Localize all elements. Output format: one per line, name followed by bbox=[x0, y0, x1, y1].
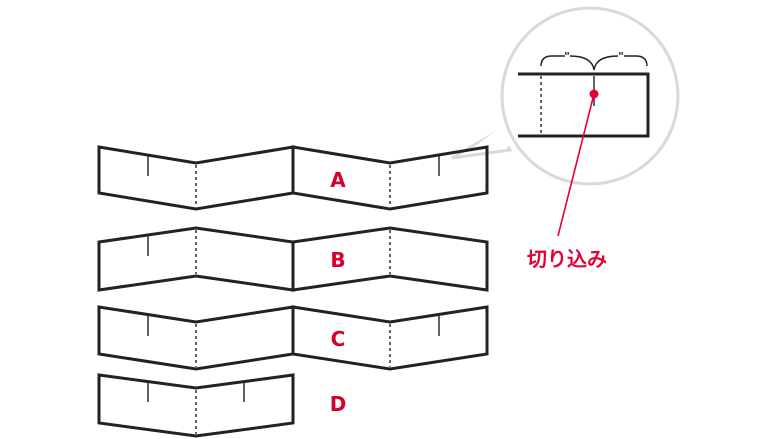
strip-d-panel bbox=[97, 373, 295, 438]
brace-left bbox=[540, 55, 565, 67]
callout-leader-line bbox=[557, 93, 595, 237]
row-label-a: A bbox=[330, 168, 346, 192]
strip-row-c: C bbox=[97, 305, 489, 371]
strip-a-right-panel bbox=[291, 145, 489, 211]
strip-row-b: B bbox=[97, 226, 489, 292]
strip-row-d: D bbox=[97, 373, 347, 438]
equal-mark-right: " bbox=[618, 50, 624, 63]
row-label-d: D bbox=[330, 392, 347, 416]
strip-c-right-panel bbox=[291, 305, 489, 371]
row-label-b: B bbox=[330, 248, 345, 272]
row-label-c: C bbox=[331, 327, 346, 351]
brace-right bbox=[624, 55, 648, 67]
strip-b-right-panel bbox=[291, 226, 489, 292]
callout-label: 切り込み bbox=[527, 247, 607, 271]
strip-row-a: A bbox=[97, 145, 489, 211]
brace-center bbox=[569, 55, 619, 71]
equal-mark-left: " bbox=[564, 50, 570, 63]
